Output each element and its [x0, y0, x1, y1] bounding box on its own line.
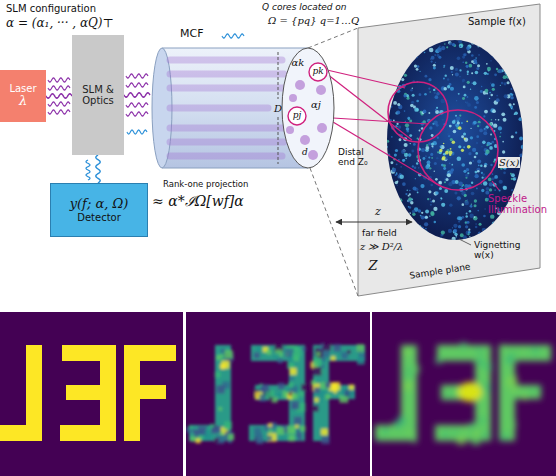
- dimension-label: d: [302, 148, 308, 158]
- measurement-formula: y(f; α, Ω): [70, 197, 129, 212]
- config-title: SLM configuration: [6, 3, 96, 14]
- detector-name: Detector: [77, 212, 121, 224]
- condition-formula: z ≫ D²/λ: [360, 241, 403, 252]
- illumination-ring: [418, 110, 498, 190]
- plane-label: Distal end Z₀: [338, 148, 374, 168]
- sample-label: Sample f(x): [468, 16, 526, 27]
- laser-name: Laser: [9, 83, 36, 95]
- dimension-label: D: [274, 103, 282, 114]
- laser-box: Laserλ: [0, 70, 46, 122]
- projection-formula: ≈ α*ℐΩ[wf]α: [152, 194, 244, 209]
- illumination-label: Speckle Illumination: [488, 193, 550, 215]
- reconstruction-panels: [0, 312, 556, 476]
- condition-note: far field: [362, 229, 397, 239]
- core-weight: αk: [292, 57, 305, 68]
- fiber-name: MCF: [180, 28, 204, 41]
- distance-arrow: [336, 222, 412, 223]
- projection-note: Rank-one projection: [163, 180, 248, 189]
- leader-line: [459, 239, 471, 245]
- slm-name: SLM & Optics: [76, 84, 120, 107]
- core-note: Q cores located on: [262, 3, 347, 13]
- light-wave: [46, 94, 72, 98]
- wavelength-symbol: λ: [19, 94, 27, 109]
- core-label: pj: [293, 111, 302, 121]
- core-label: pk: [312, 67, 323, 77]
- light-wave: [124, 93, 150, 97]
- plane-symbol: Z: [368, 259, 377, 273]
- detector-box: y(f; α, Ω)Detector: [50, 183, 148, 237]
- config-formula: α = (α₁, ··· , αQ)⊤: [6, 17, 114, 30]
- illumination-label: S(x): [498, 157, 520, 168]
- illumination-ring: [388, 82, 448, 142]
- slm-box: SLM & Optics: [72, 35, 124, 155]
- light-wave: [96, 155, 100, 183]
- core-weight: αj: [311, 99, 321, 110]
- core-beam: [327, 70, 499, 190]
- sample-plane: [358, 4, 540, 296]
- distance-label: z: [375, 206, 381, 218]
- core-set-formula: Ω = {pq} q=1…Q: [268, 15, 359, 26]
- vignetting-label: Vignetting w(x): [474, 241, 526, 261]
